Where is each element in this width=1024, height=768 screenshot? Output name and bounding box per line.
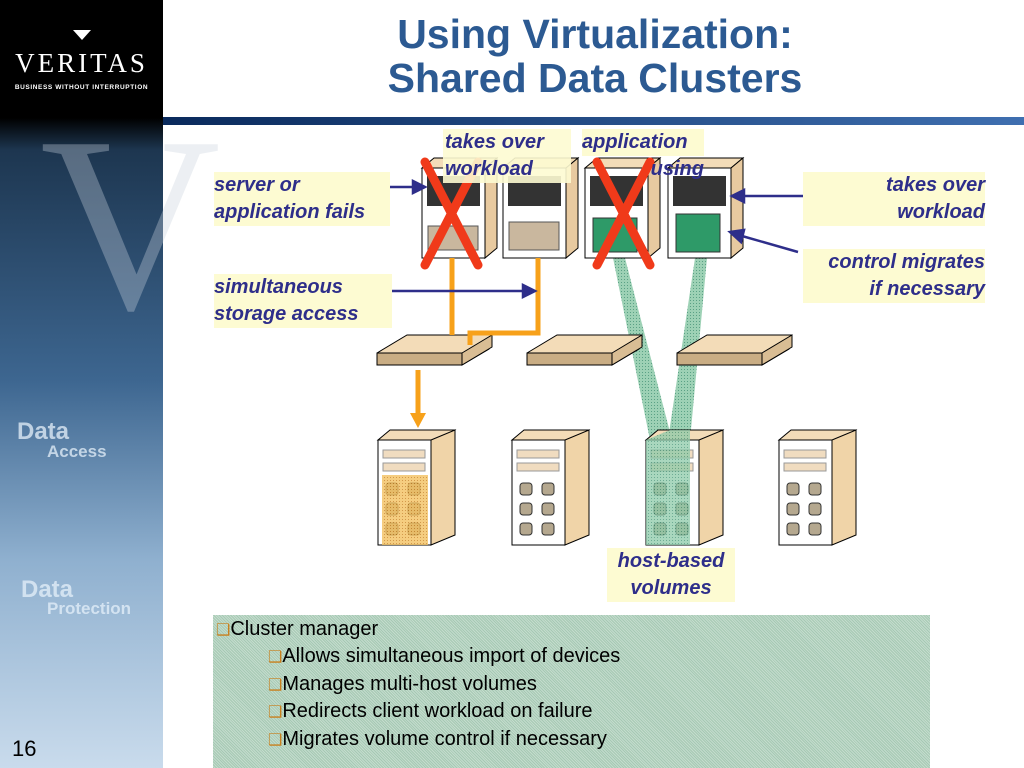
label-application-using: application using	[582, 129, 704, 183]
label-line: takes over	[886, 174, 985, 196]
label-storage-access: simultaneous storage access	[214, 274, 392, 328]
slide-title: Using Virtualization: Shared Data Cluste…	[163, 12, 1024, 100]
bullet-text: Cluster manager	[230, 618, 379, 640]
bullet-main: ❑Cluster manager	[216, 618, 378, 641]
sidebar: V VERITAS BUSINESS WITHOUT INTERRUPTION …	[0, 0, 221, 768]
label-takes-over-right: takes over workload	[803, 172, 985, 226]
checkbox-bullet-icon: ❑	[268, 677, 283, 694]
label-line: host-based	[617, 550, 725, 572]
failure-x-icon-2	[592, 157, 655, 270]
label-line: takes over	[445, 131, 544, 153]
label-line: storage access	[214, 303, 359, 325]
storage-1-highlight	[382, 475, 428, 545]
label-server-fails: server or application fails	[214, 172, 390, 226]
switch-1	[376, 334, 493, 366]
label-line: simultaneous	[214, 276, 343, 298]
background-v-graphic: V	[40, 86, 221, 363]
veritas-logo: VERITAS BUSINESS WITHOUT INTERRUPTION	[0, 30, 163, 91]
bullet-sub: ❑Manages multi-host volumes	[268, 673, 537, 696]
title-line-2: Shared Data Clusters	[387, 55, 803, 101]
label-takes-over-top: takes over workload	[443, 129, 571, 183]
bullet-sub: ❑Redirects client workload on failure	[268, 700, 593, 723]
bullet-sub: ❑Allows simultaneous import of devices	[268, 645, 620, 668]
title-line-1: Using Virtualization:	[397, 11, 793, 57]
switch-2	[526, 334, 643, 366]
label-line: using	[650, 158, 704, 180]
storage-array-2	[511, 429, 590, 546]
bullet-text: Redirects client workload on failure	[282, 700, 593, 722]
logo-tagline: BUSINESS WITHOUT INTERRUPTION	[14, 84, 149, 91]
label-control-migrates: control migrates if necessary	[803, 249, 985, 303]
checkbox-bullet-icon: ❑	[268, 649, 283, 666]
sidebar-data-access-sub: Access	[47, 442, 107, 461]
logo-triangle-icon	[72, 30, 91, 40]
label-line: if necessary	[869, 278, 985, 300]
checkbox-bullet-icon: ❑	[216, 622, 231, 639]
checkbox-bullet-icon: ❑	[268, 732, 283, 749]
title-rule	[163, 117, 1024, 125]
volume-beam-1	[613, 258, 672, 440]
label-line: application	[582, 129, 704, 156]
logo-name: VERITAS	[15, 48, 148, 78]
label-line: server or	[214, 174, 300, 196]
sidebar-data-protection-sub: Protection	[47, 599, 132, 618]
checkbox-bullet-icon: ❑	[268, 704, 283, 721]
bullet-text: Manages multi-host volumes	[282, 673, 537, 695]
bullet-text: Allows simultaneous import of devices	[282, 645, 621, 667]
label-line: workload	[445, 158, 533, 180]
bullet-text: Migrates volume control if necessary	[282, 728, 607, 750]
server-2-drives	[508, 221, 560, 251]
label-host-volumes: host-based volumes	[607, 548, 735, 602]
server-4-volume	[675, 213, 721, 253]
sidebar-data-access-title: Data	[17, 418, 70, 445]
storage-access-paths	[415, 258, 541, 415]
sidebar-data-protection-title: Data	[21, 576, 74, 603]
label-line: control migrates	[828, 251, 985, 273]
storage-3-volume-highlight	[646, 430, 690, 545]
arrow-down-icon	[410, 413, 426, 428]
bullet-box: ❑Cluster manager ❑Allows simultaneous im…	[213, 615, 930, 768]
label-line: application fails	[214, 201, 366, 223]
page-number: 16	[12, 736, 37, 761]
storage-array-4	[778, 429, 857, 546]
label-line: workload	[897, 201, 985, 223]
label-line: volumes	[630, 577, 712, 599]
bullet-sub: ❑Migrates volume control if necessary	[268, 728, 607, 751]
